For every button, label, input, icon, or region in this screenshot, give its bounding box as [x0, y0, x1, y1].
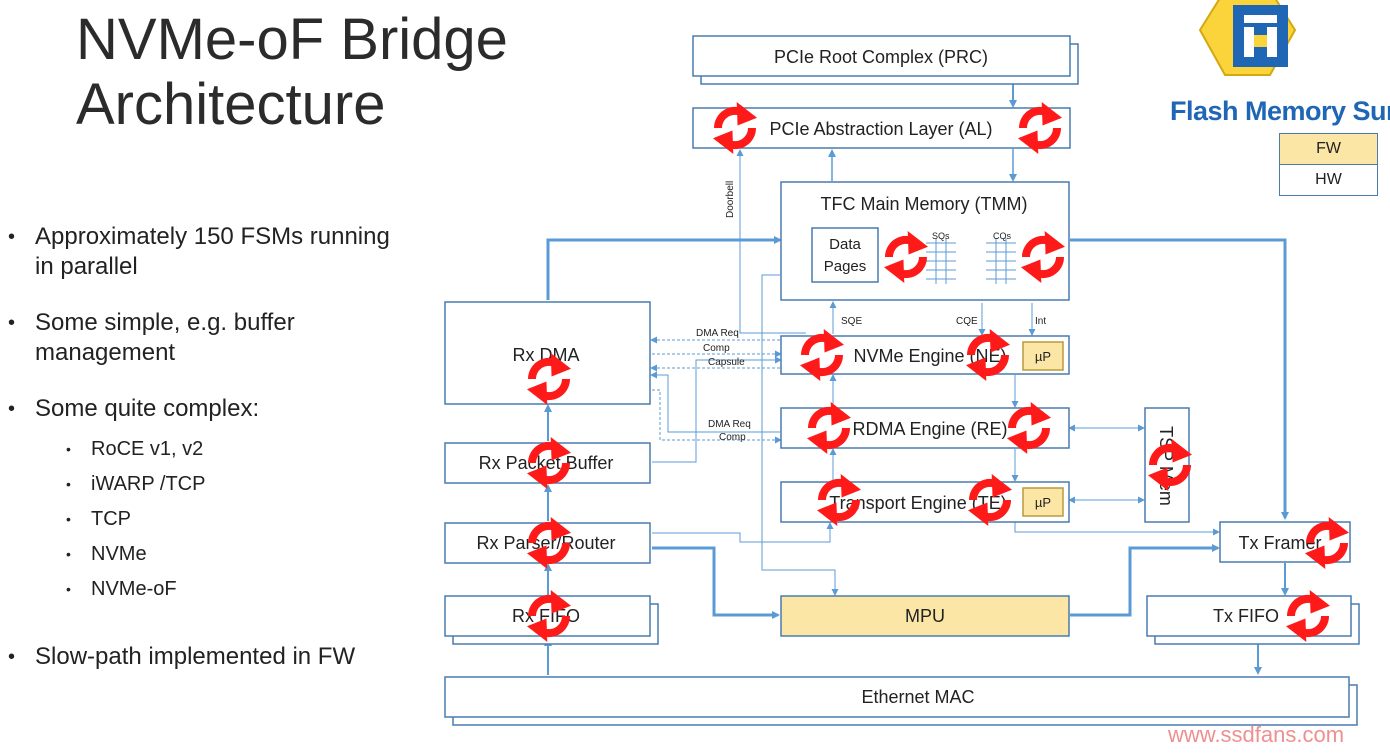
fsm-cycle-icon	[527, 353, 571, 405]
up-label-te: µP	[1035, 495, 1051, 510]
rx-dma-label: Rx DMA	[513, 345, 580, 365]
fsm-cycle-icon	[884, 231, 928, 283]
fsm-cycle-icon	[1286, 590, 1330, 642]
fsm-cycle-icon	[1148, 439, 1192, 491]
sqe-label: SQE	[841, 316, 862, 327]
bullet-text: Some simple, e.g. buffer management	[35, 309, 295, 366]
fsm-cycle-icon	[1021, 231, 1065, 283]
re-label: RDMA Engine (RE)	[852, 419, 1007, 439]
up-label-ne: µP	[1035, 349, 1051, 364]
ethernet-mac-block	[444, 676, 1350, 718]
sub-bullet-text: NVMe	[91, 543, 147, 565]
fsm-cycle-icon	[807, 402, 851, 454]
mpu-label: MPU	[905, 606, 945, 626]
cqs-label: CQs	[993, 231, 1012, 241]
fsm-cycle-icon	[1007, 402, 1051, 454]
al-label: PCIe Abstraction Layer (AL)	[769, 119, 992, 139]
logo-text: Flash Memory Summ	[1170, 96, 1390, 126]
legend: FW HW	[1279, 133, 1378, 196]
capsule-label: Capsule	[708, 357, 745, 368]
mpu-block	[780, 595, 1070, 637]
sqs-label: SQs	[932, 231, 950, 241]
dma-req-label-2: DMA Req	[708, 419, 751, 430]
bullet-dot: •	[8, 398, 16, 420]
ethernet-mac-label: Ethernet MAC	[861, 687, 974, 707]
watermark: www.ssdfans.com	[1168, 722, 1345, 747]
up-block-te	[1022, 487, 1064, 517]
legend-hw: HW	[1279, 165, 1378, 196]
tx-framer-label: Tx Framer	[1239, 533, 1322, 553]
comp-label-2: Comp	[719, 432, 746, 443]
rx-parser-label: Rx Parser/Router	[476, 533, 615, 553]
sub-bullet-text: TCP	[91, 508, 131, 530]
data-pages-label-2: Pages	[824, 258, 867, 275]
fsm-cycle-icon	[527, 437, 571, 489]
fsm-cycle-icon	[966, 329, 1010, 381]
comp-label-1: Comp	[703, 343, 730, 354]
tmm-label: TFC Main Memory (TMM)	[821, 194, 1028, 214]
title-line-2: Architecture	[76, 71, 386, 137]
prc-block	[692, 35, 1071, 77]
bullet-dot: •	[8, 646, 16, 668]
fsm-cycle-icon	[1018, 102, 1062, 154]
bullet-dot: •	[8, 226, 16, 248]
fsm-cycle-icon	[1305, 517, 1349, 569]
sub-bullet-text: iWARP /TCP	[91, 473, 206, 495]
logo-emblem-icon	[1198, 0, 1297, 76]
connections	[544, 75, 1289, 675]
title-line-1: NVMe-oF Bridge	[76, 7, 508, 72]
fsm-cycle-icon	[800, 329, 844, 381]
doorbell-label: Doorbell	[725, 181, 736, 218]
fsm-cycle-icon	[713, 102, 757, 154]
data-pages-block	[811, 227, 879, 283]
rx-packet-buffer-label: Rx Packet Buffer	[479, 453, 614, 473]
bullet-text: Approximately 150 FSMs running in parall…	[35, 223, 390, 280]
bullet-text: Slow-path implemented in FW	[35, 643, 356, 670]
fsm-icons	[527, 102, 1349, 642]
legend-fw: FW	[1279, 133, 1378, 165]
fsm-cycle-icon	[527, 590, 571, 642]
dma-req-label-1: DMA Req	[696, 328, 739, 339]
tsp-mem-label: TSP Mem	[1156, 426, 1176, 506]
logo: Flash Memory Summ	[1170, 0, 1390, 140]
fsm-cycle-icon	[527, 517, 571, 569]
tx-fifo-label: Tx FIFO	[1213, 606, 1279, 626]
slide-title: NVMe-oF Bridge Architecture	[76, 7, 636, 138]
cqe-label: CQE	[956, 316, 978, 327]
bullet-dot: •	[8, 312, 16, 334]
prc-label: PCIe Root Complex (PRC)	[774, 47, 988, 67]
int-label: Int	[1035, 316, 1046, 327]
bullet-text: Some quite complex:	[35, 395, 260, 422]
fsm-cycle-icon	[968, 474, 1012, 526]
te-label: Transport Engine (TE)	[829, 493, 1006, 513]
up-block-ne	[1022, 341, 1064, 371]
rx-dma-block	[444, 301, 651, 405]
fsm-cycle-icon	[817, 474, 861, 526]
sub-bullet-text: RoCE v1, v2	[91, 438, 204, 460]
sub-bullet-text: NVMe-oF	[91, 578, 177, 600]
data-pages-label-1: Data	[829, 236, 861, 253]
queue-grids	[926, 238, 1016, 284]
